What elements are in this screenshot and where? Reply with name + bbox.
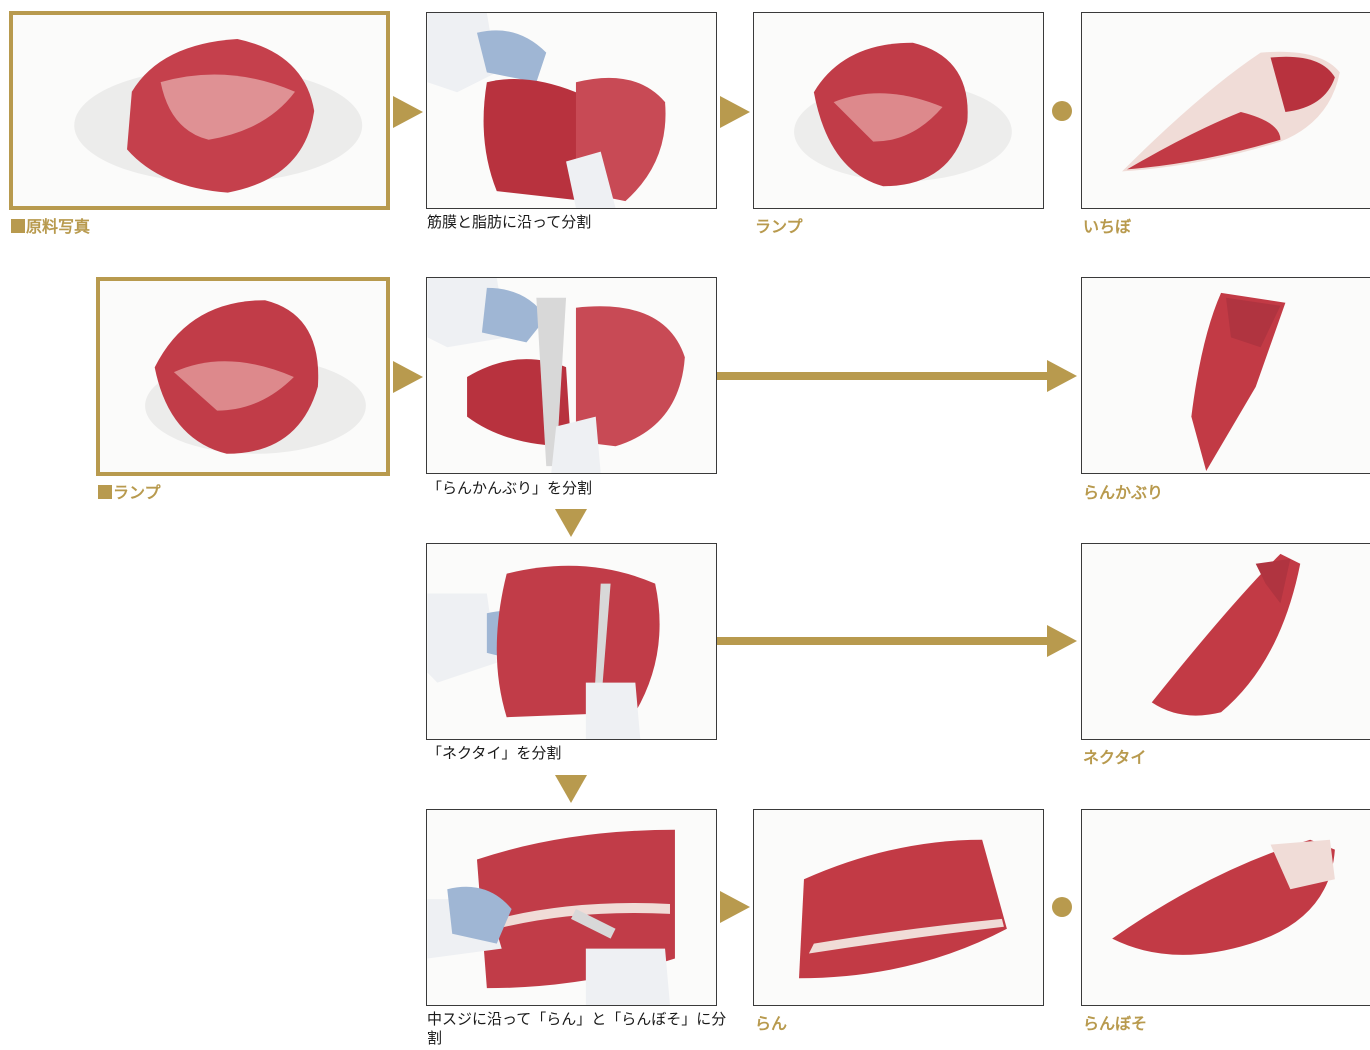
step-caption: 「らんかんぶり」を分割 [427,479,592,498]
result-label: らんかぶり [1083,479,1163,503]
arrow-right-icon [720,891,750,923]
arrow-down-icon [555,775,587,803]
step-caption: 筋膜と脂肪に沿って分割 [427,213,591,232]
long-arrow-right-icon [717,637,1051,645]
step-caption: 「ネクタイ」を分割 [427,744,561,763]
step-caption: 中スジに沿って「らん」と「らんぼそ」に分割 [427,1010,727,1048]
raw-material-photo [9,11,390,210]
result-photo-rump [753,12,1044,209]
long-arrow-right-icon [717,372,1051,380]
step-photo-membrane-cut [426,12,717,209]
step-photo-rankanburi-cut [426,277,717,474]
bullet-dot-icon [1052,897,1072,917]
rump-raw-photo [96,277,390,476]
result-label: らん [755,1010,787,1034]
result-label: らんぼそ [1083,1010,1147,1034]
result-label: ランプ [755,213,803,237]
raw-material-label: 原料写真 [11,213,90,237]
result-photo-rankaburi [1081,277,1370,474]
result-photo-ichibo [1081,12,1370,209]
result-photo-ranboso [1081,809,1370,1006]
result-label: ネクタイ [1083,744,1146,768]
result-label: いちぼ [1083,213,1131,237]
arrow-right-icon [720,96,750,128]
step-photo-center-sinew-cut [426,809,717,1006]
rump-raw-label: ランプ [98,479,161,503]
arrow-right-icon [393,96,423,128]
result-photo-ran [753,809,1044,1006]
step-photo-necktie-cut [426,543,717,740]
result-photo-necktie [1081,543,1370,740]
arrow-right-icon [393,361,423,393]
bullet-dot-icon [1052,101,1072,121]
arrow-down-icon [555,509,587,537]
